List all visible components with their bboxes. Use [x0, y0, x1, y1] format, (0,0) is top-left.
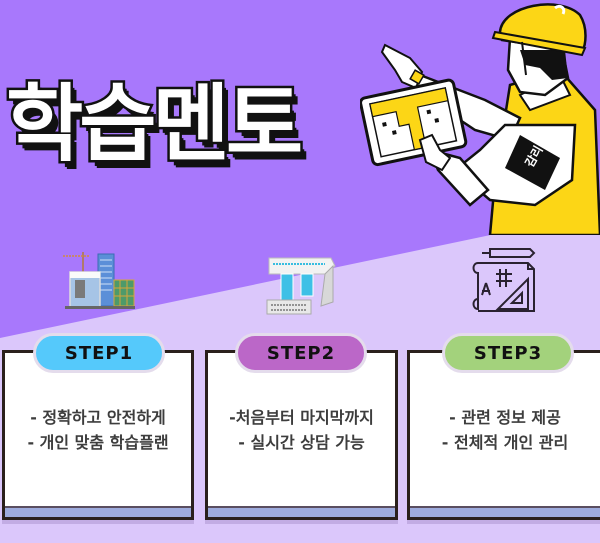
- step1-line-2: - 개인 맞춤 학습플랜: [27, 433, 169, 452]
- step1-card-footer: [5, 506, 191, 517]
- blueprint-drafting-icon: [472, 248, 536, 312]
- step2-badge: STEP2: [235, 333, 367, 373]
- step1-card: - 정확하고 안전하게 - 개인 맞춤 학습플랜: [2, 350, 194, 520]
- supervisor-illustration: 감리: [360, 3, 600, 235]
- step2-description: -처음부터 마지막까지 - 실시간 상담 가능: [208, 405, 395, 455]
- step2-card: -처음부터 마지막까지 - 실시간 상담 가능: [205, 350, 398, 520]
- step2-card-footer: [208, 506, 395, 517]
- modern-building-icon: [266, 257, 336, 315]
- step3-line-1: - 관련 정보 제공: [449, 408, 561, 427]
- step1-line-1: - 정확하고 안전하게: [30, 408, 166, 427]
- step2-line-2: - 실시간 상담 가능: [238, 433, 365, 452]
- step3-description: - 관련 정보 제공 - 전체적 개인 관리: [410, 405, 600, 455]
- step1-badge: STEP1: [33, 333, 165, 373]
- step2-line-1: -처음부터 마지막까지: [229, 408, 374, 427]
- step3-card: - 관련 정보 제공 - 전체적 개인 관리: [407, 350, 600, 520]
- step1-description: - 정확하고 안전하게 - 개인 맞춤 학습플랜: [5, 405, 191, 455]
- step3-badge: STEP3: [442, 333, 574, 373]
- step3-line-2: - 전체적 개인 관리: [441, 433, 569, 452]
- page-title: 학습멘토: [3, 73, 305, 176]
- step3-card-footer: [410, 506, 600, 517]
- city-buildings-icon: [63, 252, 135, 309]
